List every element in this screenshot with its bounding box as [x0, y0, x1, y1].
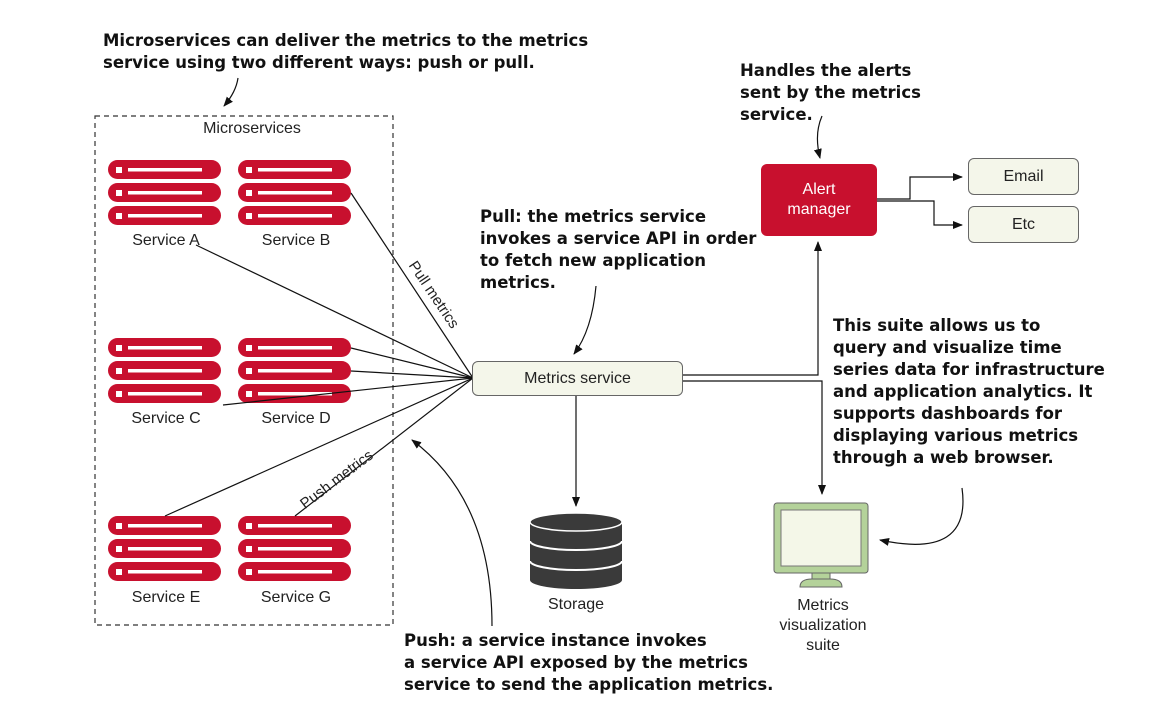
- push-annotation-line: Push: a service instance invokes: [404, 631, 707, 650]
- metrics-service-label: Metrics service: [524, 369, 631, 387]
- suite-annotation-line: supports dashboards for: [833, 404, 1063, 423]
- service-a-label: Service A: [132, 232, 200, 249]
- etc-label: Etc: [1011, 215, 1036, 233]
- storage-icon: [529, 512, 623, 589]
- suite-annotation-line: displaying various metrics: [833, 426, 1079, 445]
- delivery-annotation-line: Microservices can deliver the metrics to…: [103, 31, 589, 50]
- alert-manager-label-line: Alert: [802, 181, 836, 198]
- pull-annotation-line: metrics.: [480, 273, 556, 292]
- push-annotation-arrow: [411, 439, 493, 627]
- alerts-annotation-line: Handles the alerts: [740, 61, 912, 80]
- visualization-suite-label: Metrics visualization suite: [779, 596, 866, 656]
- service-c-label: Service C: [131, 410, 201, 427]
- suite-annotation-line: series data for infrastructure: [833, 360, 1105, 379]
- suite-annotation-line: query and visualize time: [833, 338, 1062, 357]
- suite-annotation-line: This suite allows us to: [833, 316, 1041, 335]
- service-g-label: Service G: [260, 589, 332, 606]
- email-label: Email: [1003, 167, 1044, 185]
- suite-annotation-arrow: [879, 487, 964, 546]
- service-g-icon: [238, 516, 351, 581]
- push-annotation-line: service to send the application metrics.: [404, 675, 774, 694]
- storage-label: Storage: [547, 596, 605, 613]
- metrics-service-node[interactable]: Metrics service: [472, 361, 683, 396]
- metrics-to-alert-connector: [683, 241, 822, 376]
- service-e-label: Service E: [131, 589, 201, 606]
- alert-to-email-connector: [876, 173, 963, 200]
- microservices-group-label: Microservices: [203, 120, 301, 137]
- delivery-annotation-arrow: [223, 77, 239, 107]
- pull-annotation-line: Pull: the metrics service: [480, 207, 707, 226]
- alert-manager-label-line: manager: [787, 201, 851, 218]
- monitor-icon: [773, 502, 869, 588]
- suite-annotation-line: and application analytics. It: [833, 382, 1093, 401]
- service-a-icon: [108, 160, 221, 225]
- alerts-annotation-arrow: [813, 115, 823, 159]
- service-b-label: Service B: [261, 232, 331, 249]
- service-c-icon: [108, 338, 221, 403]
- service-connectors: [164, 192, 474, 517]
- email-node[interactable]: Email: [968, 158, 1079, 195]
- microservices-group-border: [94, 115, 394, 626]
- suite-annotation: This suite allows us to query and visual…: [833, 315, 1105, 469]
- suite-annotation-line: through a web browser.: [833, 448, 1054, 467]
- push-annotation-line: a service API exposed by the metrics: [404, 653, 748, 672]
- etc-node[interactable]: Etc: [968, 206, 1079, 243]
- service-d-label: Service D: [261, 410, 331, 427]
- metrics-to-suite-connector: [683, 380, 826, 495]
- pull-annotation-line: to fetch new application: [480, 251, 707, 270]
- delivery-annotation: Microservices can deliver the metrics to…: [103, 30, 588, 74]
- alerts-annotation-line: sent by the metrics: [740, 83, 921, 102]
- pull-annotation-line: invokes a service API in order: [480, 229, 757, 248]
- alerts-annotation: Handles the alerts sent by the metrics s…: [740, 60, 921, 126]
- pull-annotation: Pull: the metrics service invokes a serv…: [480, 206, 756, 294]
- alerts-annotation-line: service.: [740, 105, 813, 124]
- service-e-icon: [108, 516, 221, 581]
- visualization-suite-label-line: suite: [806, 637, 840, 654]
- alert-to-etc-connector: [876, 200, 963, 229]
- visualization-suite-label-line: visualization: [779, 617, 867, 634]
- visualization-suite-label-line: Metrics: [797, 597, 849, 614]
- service-b-icon: [238, 160, 351, 225]
- push-annotation: Push: a service instance invokes a servi…: [404, 630, 773, 696]
- delivery-annotation-line: service using two different ways: push o…: [103, 53, 535, 72]
- pull-annotation-arrow: [573, 285, 597, 355]
- alert-manager-node[interactable]: Alert manager: [761, 164, 877, 236]
